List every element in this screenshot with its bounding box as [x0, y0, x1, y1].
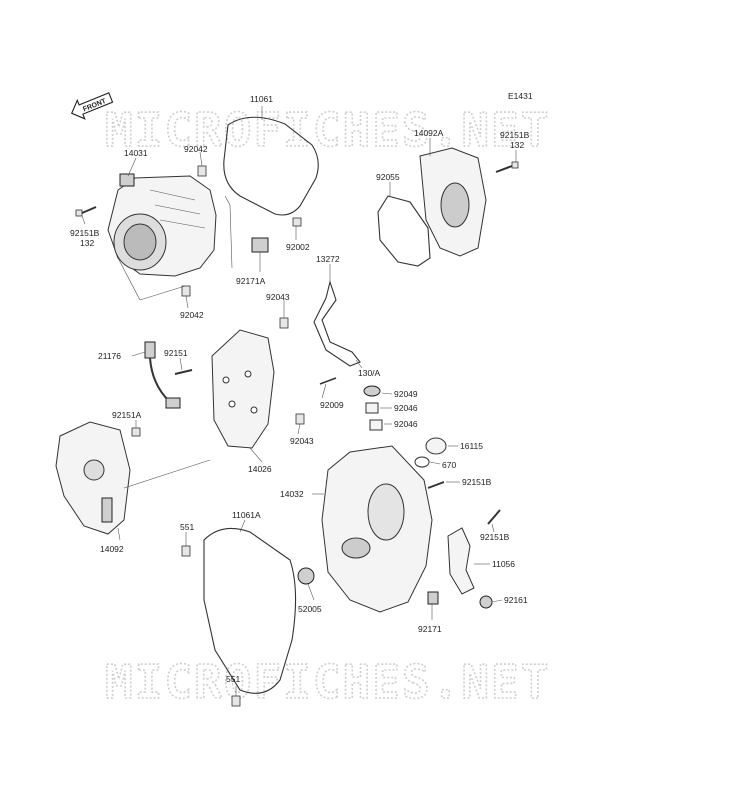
label-14092a: 14092A	[414, 128, 444, 138]
label-132-right: 132	[510, 140, 524, 150]
dowel-551-a	[181, 545, 191, 557]
label-92042-top: 92042	[184, 144, 208, 154]
watermark-top: MICROFICHES.NET	[105, 103, 550, 157]
pin-92009	[319, 377, 337, 385]
label-21176: 21176	[98, 351, 121, 361]
dowel-551-b	[231, 695, 241, 707]
label-92009: 92009	[320, 400, 344, 410]
label-52005: 52005	[298, 604, 322, 614]
label-92161: 92161	[504, 595, 528, 605]
label-92055: 92055	[376, 172, 400, 182]
bolt-92151b-mid	[427, 481, 445, 489]
generator-cover-14031	[107, 173, 217, 277]
label-11056: 11056	[492, 559, 515, 569]
sensor-21176	[144, 341, 181, 409]
label-92151b-right: 92151B	[500, 130, 530, 140]
label-92151b-left: 92151B	[70, 228, 100, 238]
diagram-id: E1431	[508, 91, 533, 101]
label-92043-bottom: 92043	[290, 436, 314, 446]
bushing-92046-a	[365, 402, 379, 414]
label-130a: 130/A	[358, 368, 381, 378]
cover-14092a	[419, 147, 487, 257]
label-92042-bottom: 92042	[180, 310, 204, 320]
label-551-a: 551	[180, 522, 194, 532]
gasket-11061a	[203, 527, 297, 694]
cover-14092	[55, 421, 131, 535]
bolt-92002	[292, 217, 302, 227]
clamp-92171a	[251, 237, 269, 253]
label-551-b: 551	[226, 674, 240, 684]
clutch-cover-14032	[321, 445, 433, 613]
label-92171: 92171	[418, 624, 442, 634]
label-92049: 92049	[394, 389, 418, 399]
dowel-92043-bottom	[295, 413, 305, 425]
label-13272: 13272	[316, 254, 340, 264]
bushing-92046-b	[369, 419, 383, 431]
label-92151a: 92151A	[112, 410, 142, 420]
label-14032: 14032	[280, 489, 304, 499]
label-670: 670	[442, 460, 456, 470]
label-92151: 92151	[164, 348, 188, 358]
label-92046-b: 92046	[394, 419, 418, 429]
label-132-left: 132	[80, 238, 94, 248]
bolt-92151b-left	[75, 206, 97, 217]
label-92043-top: 92043	[266, 292, 290, 302]
gasket-11061	[223, 116, 319, 216]
seal-92049	[363, 385, 381, 397]
label-14026: 14026	[248, 464, 272, 474]
damper-92161	[479, 595, 493, 609]
clamp-92171	[427, 591, 439, 605]
label-92151b-low: 92151B	[480, 532, 510, 542]
label-16115: 16115	[460, 441, 483, 451]
label-11061a: 11061A	[232, 510, 261, 520]
watermark-bottom: MICROFICHES.NET	[105, 655, 550, 709]
label-92046-a: 92046	[394, 403, 418, 413]
label-92002: 92002	[286, 242, 310, 252]
plate-14026	[211, 329, 275, 449]
label-11061: 11061	[250, 94, 273, 104]
bolt-92151b-right	[495, 161, 519, 173]
dowel-92043-top	[279, 317, 289, 329]
gasket-92055	[377, 195, 431, 267]
dowel-92042-bottom	[181, 285, 191, 297]
label-92171a: 92171A	[236, 276, 266, 286]
label-14031: 14031	[124, 148, 148, 158]
bolt-92151b-low	[487, 509, 501, 525]
cap-16115	[425, 437, 447, 455]
dowel-92042-top	[197, 165, 207, 177]
bracket-11056	[447, 527, 475, 595]
label-14092: 14092	[100, 544, 124, 554]
label-92151b-mid: 92151B	[462, 477, 492, 487]
bolt-92151a	[131, 427, 141, 437]
cap-52005	[297, 567, 315, 585]
oring-670	[414, 456, 430, 468]
bolt-92151	[174, 369, 193, 375]
plate-13272	[313, 280, 361, 367]
